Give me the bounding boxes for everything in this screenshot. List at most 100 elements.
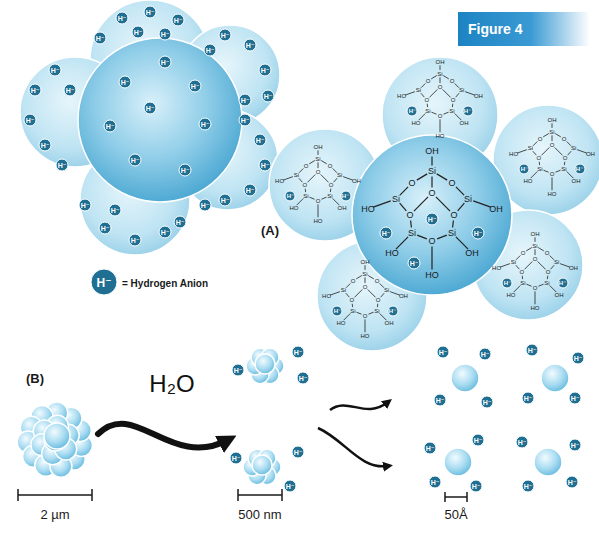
bond-line xyxy=(431,177,432,188)
atom-label: O xyxy=(406,211,413,220)
bond-line xyxy=(458,203,465,211)
bond-line xyxy=(318,162,319,168)
atom-label: Si xyxy=(459,87,464,93)
atom-label: O xyxy=(550,142,555,148)
bond-line xyxy=(410,221,412,228)
atom-label: HO xyxy=(337,320,346,326)
bond-line xyxy=(368,312,373,314)
hydride-token: H⁻ xyxy=(174,216,187,229)
atom-label: O xyxy=(424,97,429,103)
scale-bar xyxy=(18,494,92,496)
hydride-token: H⁻ xyxy=(109,204,122,217)
bond-line xyxy=(500,264,510,267)
atom-label: Si xyxy=(437,71,442,77)
hydride-token: H⁻ xyxy=(64,84,77,97)
hydride-token: H⁻ xyxy=(116,12,129,25)
bond-line xyxy=(516,255,520,259)
hydride-token: H⁻ xyxy=(526,344,539,357)
atom-label: HO xyxy=(436,133,445,139)
atom-label: O xyxy=(438,113,443,119)
hydride-token: H⁻ xyxy=(172,14,185,27)
scale-tick xyxy=(444,492,446,502)
hydride-token: H⁻ xyxy=(204,44,217,57)
scale-tick xyxy=(466,492,468,502)
bond-line xyxy=(541,147,549,155)
scale-label: 500 nm xyxy=(238,508,281,521)
atom-label: HO xyxy=(412,120,421,126)
atom-label: O xyxy=(329,182,334,188)
figure-badge: Figure 4 xyxy=(458,12,590,46)
scale-tick xyxy=(17,489,19,501)
hydride-token: H⁻ xyxy=(179,164,192,177)
bond-line xyxy=(343,177,353,180)
atom-label: Si xyxy=(511,259,516,265)
bond-line xyxy=(473,201,490,207)
nanoparticle xyxy=(252,455,272,475)
hydride-token: H⁻ xyxy=(244,39,257,52)
atom-label: HO xyxy=(548,191,557,197)
atom-label: O xyxy=(349,297,354,303)
hydride-token: H⁻ xyxy=(408,257,421,270)
atom-label: HO xyxy=(531,305,540,311)
atom-label: Si xyxy=(544,280,549,286)
bond-line xyxy=(365,319,366,332)
atom-label: O xyxy=(450,211,457,220)
bond-line xyxy=(419,113,426,120)
atom-label: Si xyxy=(571,145,576,151)
atom-label: OH xyxy=(572,178,581,184)
bond-line xyxy=(297,198,304,205)
hydride-token: H⁻ xyxy=(56,159,69,172)
atom-label: O xyxy=(363,313,368,319)
bond-line xyxy=(344,313,351,320)
silica-cage-bonds xyxy=(373,157,490,270)
bond-line xyxy=(547,276,548,279)
atom-label: Si xyxy=(416,87,421,93)
atom-label: O xyxy=(302,182,307,188)
atom-label: Si xyxy=(337,172,342,178)
bond-line xyxy=(568,151,572,155)
bond-line xyxy=(567,141,571,145)
bond-line xyxy=(455,113,462,120)
atom-label: Si xyxy=(384,287,389,293)
nanoparticle xyxy=(451,364,479,392)
bond-line xyxy=(543,134,549,137)
hydride-token: H⁻ xyxy=(230,452,243,465)
atom-label: HO xyxy=(385,249,399,258)
atom-label: O xyxy=(426,78,431,84)
hydride-token: H⁻ xyxy=(159,226,172,239)
atom-label: O xyxy=(375,278,380,284)
atom-label: OH xyxy=(460,120,469,126)
hydride-token: H⁻ xyxy=(262,90,275,103)
bond-line xyxy=(373,201,390,207)
sphere-group xyxy=(17,0,599,485)
bond-line xyxy=(400,187,408,195)
central-sphere xyxy=(78,38,242,202)
atom-label: Si xyxy=(561,166,566,172)
hydride-token: H⁻ xyxy=(479,348,492,361)
hydride-token: H⁻ xyxy=(569,439,582,452)
bond-line xyxy=(365,265,366,270)
scale-tick xyxy=(237,489,239,501)
hydride-token: H⁻ xyxy=(254,134,267,147)
hydride-token: H⁻ xyxy=(569,392,582,405)
reagent-label: H₂O xyxy=(149,372,194,396)
hydride-token: H⁻ xyxy=(159,28,172,41)
bond-line xyxy=(309,197,314,199)
atom-label: HO xyxy=(361,333,370,339)
bond-line xyxy=(431,76,437,79)
bond-line xyxy=(437,235,447,239)
atom-label: Si xyxy=(294,172,299,178)
bond-line xyxy=(517,150,527,153)
bond-line xyxy=(440,65,441,70)
atom-label: HO xyxy=(275,178,284,184)
nanoparticle xyxy=(534,448,562,476)
bond-line xyxy=(330,189,331,192)
bond-line xyxy=(334,178,338,182)
reaction-arrow xyxy=(318,428,388,466)
bond-line xyxy=(346,283,350,287)
atom-label: O xyxy=(428,237,435,246)
hydride-token: H⁻ xyxy=(380,227,393,240)
atom-label: OH xyxy=(436,59,445,65)
hydride-token: H⁻ xyxy=(259,159,272,172)
hydride-token: H⁻ xyxy=(437,346,450,359)
